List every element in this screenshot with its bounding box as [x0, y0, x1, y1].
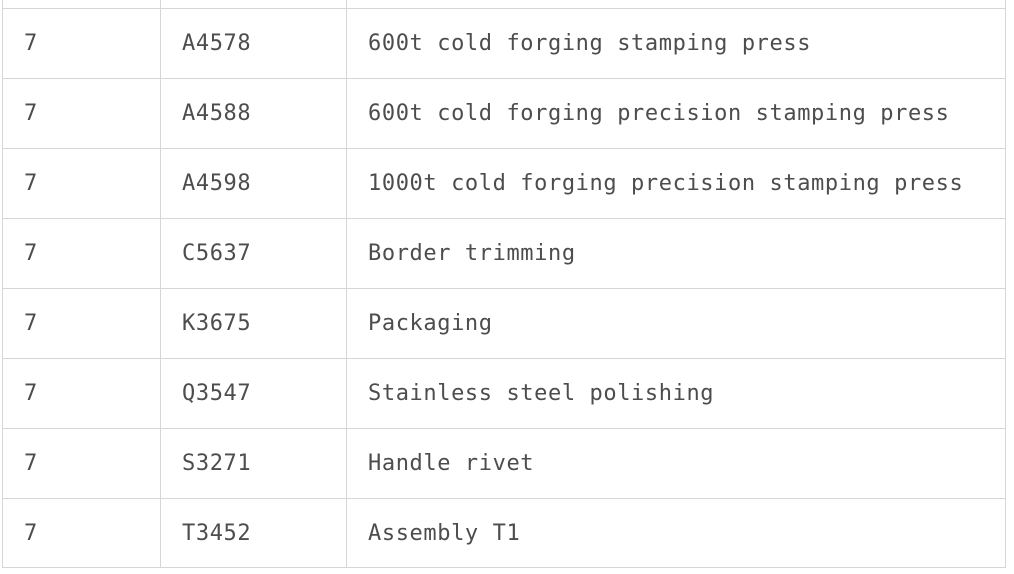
table-cell-code: S3271: [160, 429, 346, 498]
table-cell-desc: Handle rivet: [346, 429, 1006, 498]
table-row[interactable]: 7 A4598 1000t cold forging precision sta…: [2, 148, 1006, 218]
table-cell-code: [160, 0, 346, 8]
table-cell-code: K3675: [160, 289, 346, 358]
table-cell-num: 7: [2, 149, 160, 218]
table-cell-desc: [346, 0, 1006, 8]
table-cell-num: 7: [2, 499, 160, 567]
table-row-partial: [2, 0, 1006, 8]
table-cell-desc: 1000t cold forging precision stamping pr…: [346, 149, 1006, 218]
table-row[interactable]: 7 K3675 Packaging: [2, 288, 1006, 358]
table-cell-num: 7: [2, 429, 160, 498]
table-cell-desc: Packaging: [346, 289, 1006, 358]
table-cell-code: C5637: [160, 219, 346, 288]
table-cell-num: 7: [2, 359, 160, 428]
table-row[interactable]: 7 A4578 600t cold forging stamping press: [2, 8, 1006, 78]
table-row[interactable]: 7 Q3547 Stainless steel polishing: [2, 358, 1006, 428]
data-table: 7 A4578 600t cold forging stamping press…: [2, 0, 1006, 568]
table-cell-code: A4578: [160, 9, 346, 78]
table-cell-num: 7: [2, 9, 160, 78]
table-cell-desc: 600t cold forging precision stamping pre…: [346, 79, 1006, 148]
table-row[interactable]: 7 S3271 Handle rivet: [2, 428, 1006, 498]
table-cell-num: 7: [2, 79, 160, 148]
table-cell-desc: 600t cold forging stamping press: [346, 9, 1006, 78]
table-cell-code: Q3547: [160, 359, 346, 428]
table-cell-num: 7: [2, 219, 160, 288]
table-cell-num: 7: [2, 289, 160, 358]
table-cell-desc: Border trimming: [346, 219, 1006, 288]
table-cell-desc: Stainless steel polishing: [346, 359, 1006, 428]
table-cell-desc: Assembly T1: [346, 499, 1006, 567]
table-cell-num: [2, 0, 160, 8]
table-cell-code: A4588: [160, 79, 346, 148]
table-row[interactable]: 7 A4588 600t cold forging precision stam…: [2, 78, 1006, 148]
table-row[interactable]: 7 T3452 Assembly T1: [2, 498, 1006, 568]
table-row[interactable]: 7 C5637 Border trimming: [2, 218, 1006, 288]
table-cell-code: A4598: [160, 149, 346, 218]
table-cell-code: T3452: [160, 499, 346, 567]
